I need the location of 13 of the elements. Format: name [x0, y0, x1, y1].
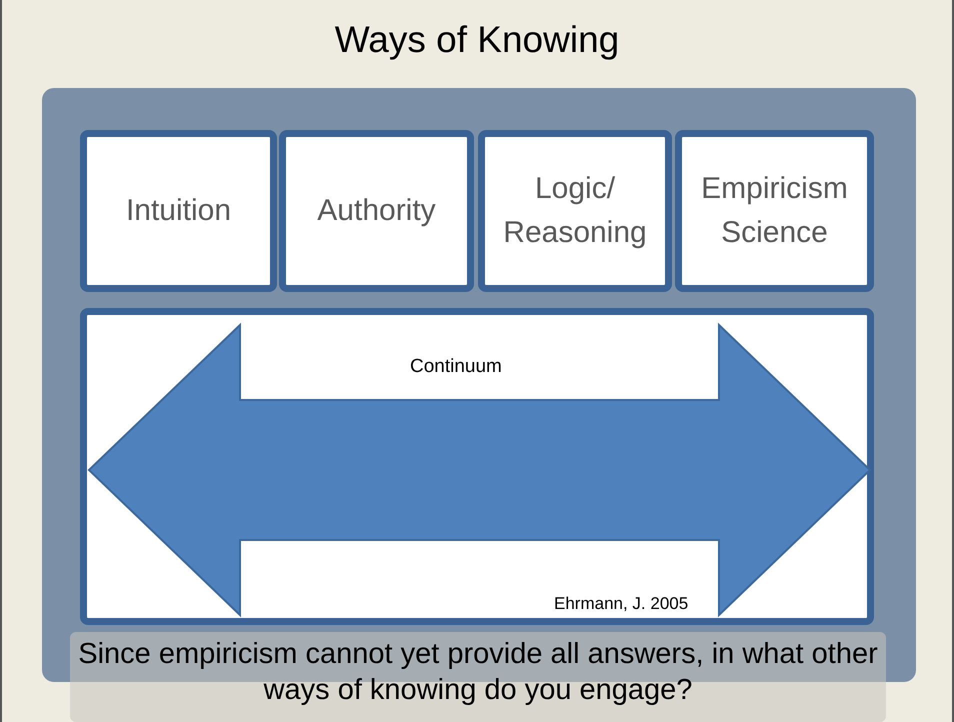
category-label: Logic/ Reasoning: [502, 171, 648, 251]
category-box: [675, 130, 874, 292]
category-box: [478, 130, 672, 292]
category-box: [279, 130, 474, 292]
title: Ways of Knowing: [334, 18, 620, 62]
citation-text: Ehrmann, J. 2005: [554, 593, 688, 615]
category-label: Empiricism Science: [700, 171, 849, 251]
continuum-label: Continuum: [410, 355, 502, 379]
question-text: Since empiricism cannot yet provide all answers, in what other ways of knowing do you engage?: [77, 637, 879, 708]
category-box: [80, 130, 277, 292]
category-label: Intuition: [126, 193, 232, 229]
category-label: Authority: [317, 193, 436, 229]
question-band: [70, 632, 886, 722]
